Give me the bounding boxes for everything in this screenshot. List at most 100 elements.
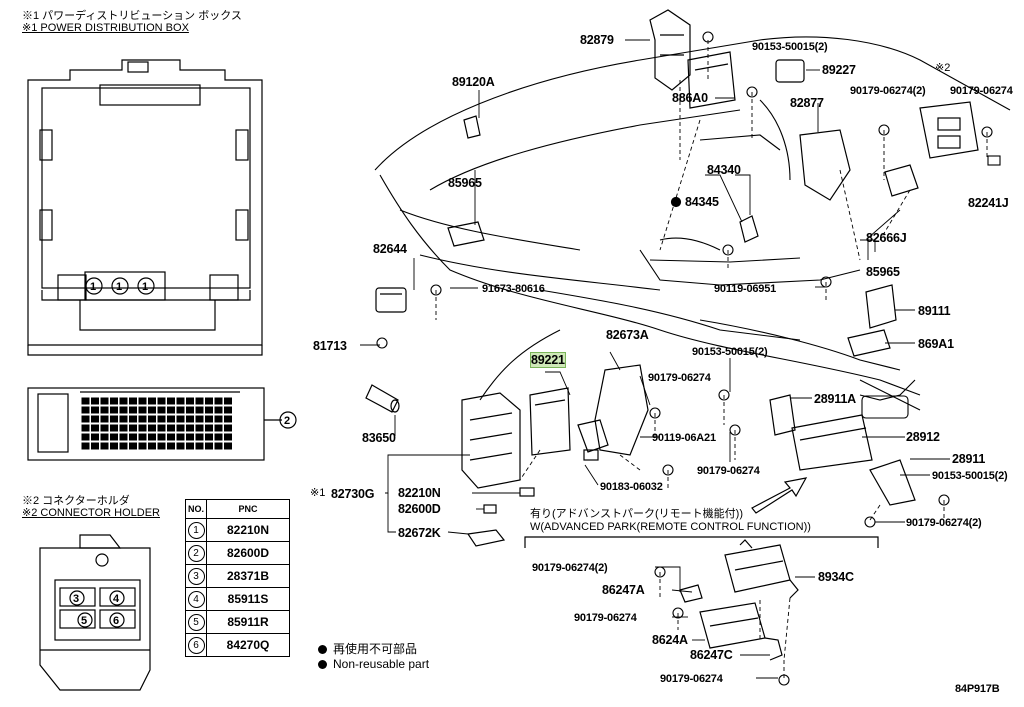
fuse-cell <box>205 415 213 423</box>
fuse-cell <box>110 397 118 405</box>
fuse-cell <box>100 415 109 423</box>
conn-title-en: ※2 CONNECTOR HOLDER <box>22 507 160 519</box>
fuse-cell <box>81 397 90 405</box>
callout-86247c[interactable]: 86247C <box>690 648 733 662</box>
callout-28911[interactable]: 28911 <box>952 452 986 466</box>
fuse-cell <box>167 433 175 441</box>
callout-82666j[interactable]: 82666J <box>866 231 907 245</box>
pdb-title-en: ※1 POWER DISTRIBUTION BOX <box>22 22 189 34</box>
fuse-cell <box>157 397 166 405</box>
fuse-cell <box>148 424 156 432</box>
callout-82644[interactable]: 82644 <box>373 242 407 256</box>
callout-82600d[interactable]: 82600D <box>398 502 441 516</box>
callout-90179-06274-g[interactable]: 90179-06274 <box>574 612 637 624</box>
callout-869a1[interactable]: 869A1 <box>918 337 954 351</box>
fuse-cell <box>129 406 137 414</box>
callout-90183-06032[interactable]: 90183-06032 <box>600 481 663 493</box>
pnc-no: 2 <box>187 544 205 562</box>
callout-82730g[interactable]: 82730G <box>331 487 375 501</box>
leader-lines <box>360 39 988 680</box>
legend-dot-icon <box>318 645 327 655</box>
callout-90179-06274-d[interactable]: 90179-06274 <box>697 465 760 477</box>
callout-82879[interactable]: 82879 <box>580 33 614 47</box>
fuse-cell <box>195 433 204 441</box>
fuse-cell <box>91 406 99 414</box>
callout-82210n[interactable]: 82210N <box>398 486 441 500</box>
callout-90179-06274-a[interactable]: 90179-06274(2) <box>850 85 926 97</box>
callout-90119-06a21[interactable]: 90119-06A21 <box>652 432 716 444</box>
pdb-circle-1b: 1 <box>116 281 122 293</box>
callout-85965-b[interactable]: 85965 <box>866 265 900 279</box>
callout-83650[interactable]: 83650 <box>362 431 396 445</box>
callout-90153-50015-b[interactable]: 90153-50015(2) <box>692 346 768 358</box>
pnc-no: 3 <box>187 567 205 585</box>
fuse-cell <box>186 397 194 405</box>
fuse-cell <box>148 397 156 405</box>
fuse-cell <box>100 433 109 441</box>
callout-90179-06274-h[interactable]: 90179-06274 <box>660 673 723 685</box>
connector-holder <box>39 534 151 691</box>
callout-8624a[interactable]: 8624A <box>652 633 688 647</box>
callout-89221[interactable]: 89221 <box>530 352 566 368</box>
callout-90179-06274-e[interactable]: 90179-06274(2) <box>906 517 982 529</box>
fuse-cell <box>91 442 99 450</box>
mark-1: ※1 <box>310 487 326 499</box>
callout-89120a[interactable]: 89120A <box>452 75 495 89</box>
fuse-cell <box>129 442 137 450</box>
fuse-cell <box>110 424 118 432</box>
power-distribution-box-side <box>27 387 265 461</box>
fuse-cell <box>91 433 99 441</box>
callout-90179-06274-b[interactable]: 90179-06274 <box>950 85 1013 97</box>
callout-82672k[interactable]: 82672K <box>398 526 441 540</box>
fuse-cell <box>214 433 223 441</box>
fuse-cell <box>195 424 204 432</box>
callout-886a0[interactable]: 886A0 <box>672 91 708 105</box>
callout-86247a[interactable]: 86247A <box>602 583 645 597</box>
callout-84340[interactable]: 84340 <box>707 163 741 177</box>
callout-90153-50015-a[interactable]: 90153-50015(2) <box>752 41 828 53</box>
fuse-cell <box>157 442 166 450</box>
fuse-cell <box>81 442 90 450</box>
fuse-cell <box>119 424 128 432</box>
callout-90179-06274-c[interactable]: 90179-06274 <box>648 372 711 384</box>
callout-90179-06274-f[interactable]: 90179-06274(2) <box>532 562 608 574</box>
fuse-cell <box>195 442 204 450</box>
pnc-no: 5 <box>187 613 205 631</box>
pdb-fuse-circles <box>85 277 155 295</box>
conn-title-jp: ※2 コネクターホルダ <box>22 495 130 507</box>
callout-82673a[interactable]: 82673A <box>606 328 649 342</box>
callout-89227[interactable]: 89227 <box>822 63 856 77</box>
callout-90119-06951[interactable]: 90119-06951 <box>714 283 777 295</box>
callout-89111[interactable]: 89111 <box>918 304 951 318</box>
callout-28911a[interactable]: 28911A <box>814 392 856 406</box>
fuse-cell <box>205 406 213 414</box>
fuse-cell <box>186 442 194 450</box>
non-reusable-dot-84345 <box>670 196 682 208</box>
legend-en: Non-reusable part <box>318 657 429 671</box>
fuse-cell <box>148 415 156 423</box>
arrow <box>751 477 808 514</box>
instrument-panel-outline <box>374 36 1011 419</box>
pnc-value: 85911R <box>206 610 290 634</box>
callout-91673-80616[interactable]: 91673-80616 <box>482 283 545 295</box>
callout-82877[interactable]: 82877 <box>790 96 824 110</box>
fuse-cell <box>224 433 232 441</box>
callout-90153-50015-c[interactable]: 90153-50015(2) <box>932 470 1008 482</box>
callout-85965-a[interactable]: 85965 <box>448 176 482 190</box>
callout-84345[interactable]: 84345 <box>685 195 719 209</box>
connector-circles <box>69 590 125 628</box>
fuse-cell <box>138 397 147 405</box>
callout-28912[interactable]: 28912 <box>906 430 940 444</box>
fuse-cell <box>110 415 118 423</box>
callout-8934c[interactable]: 8934C <box>818 570 854 584</box>
callout-81713[interactable]: 81713 <box>313 339 347 353</box>
callout-82241j[interactable]: 82241J <box>968 196 1009 210</box>
pnc-no: 6 <box>187 636 205 654</box>
